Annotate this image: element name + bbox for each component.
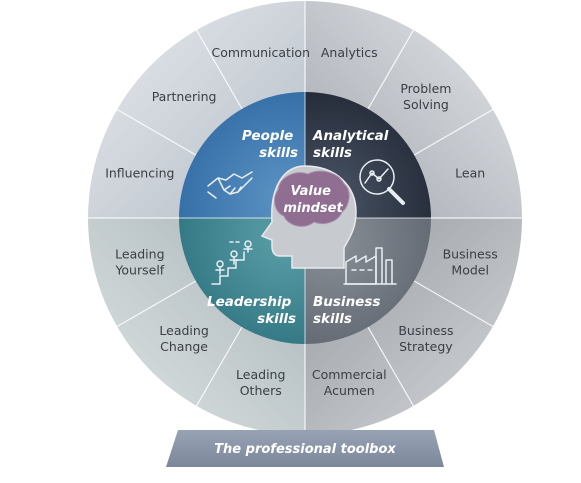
business-skills-label: Business skills — [313, 294, 385, 327]
segment-divider — [116, 280, 197, 328]
segment-dividers — [88, 1, 522, 435]
factory-icon — [343, 247, 397, 285]
people-skills-label: People skills — [242, 128, 298, 161]
analytical-skills-label: Analytical skills — [312, 128, 393, 161]
segment-label: Analytics — [321, 45, 378, 60]
segment-divider — [195, 326, 243, 407]
segment-divider — [413, 280, 494, 328]
segment-divider — [195, 29, 243, 110]
segment-label: Partnering — [152, 89, 217, 104]
segment-label: Influencing — [105, 166, 174, 181]
segment-label: Communication — [211, 45, 310, 60]
segment-divider — [116, 108, 197, 156]
quadrant-people — [179, 92, 305, 218]
leadership-skills-label: Leadership skills — [207, 294, 296, 327]
value-mindset-head: Value mindset — [260, 165, 357, 269]
segment-divider — [367, 29, 415, 110]
brain-icon — [274, 170, 350, 227]
toolbox-base-label: The professional toolbox — [214, 442, 396, 457]
toolbox-base: The professional toolbox — [166, 430, 444, 467]
segment-divider — [413, 108, 494, 156]
handshake-icon — [207, 171, 253, 199]
team-climbing-icon — [211, 240, 253, 285]
segment-divider — [367, 326, 415, 407]
magnifier-chart-icon — [359, 159, 405, 205]
segment-label: Lean — [455, 166, 485, 181]
value-mindset-label: Value mindset — [283, 184, 343, 216]
